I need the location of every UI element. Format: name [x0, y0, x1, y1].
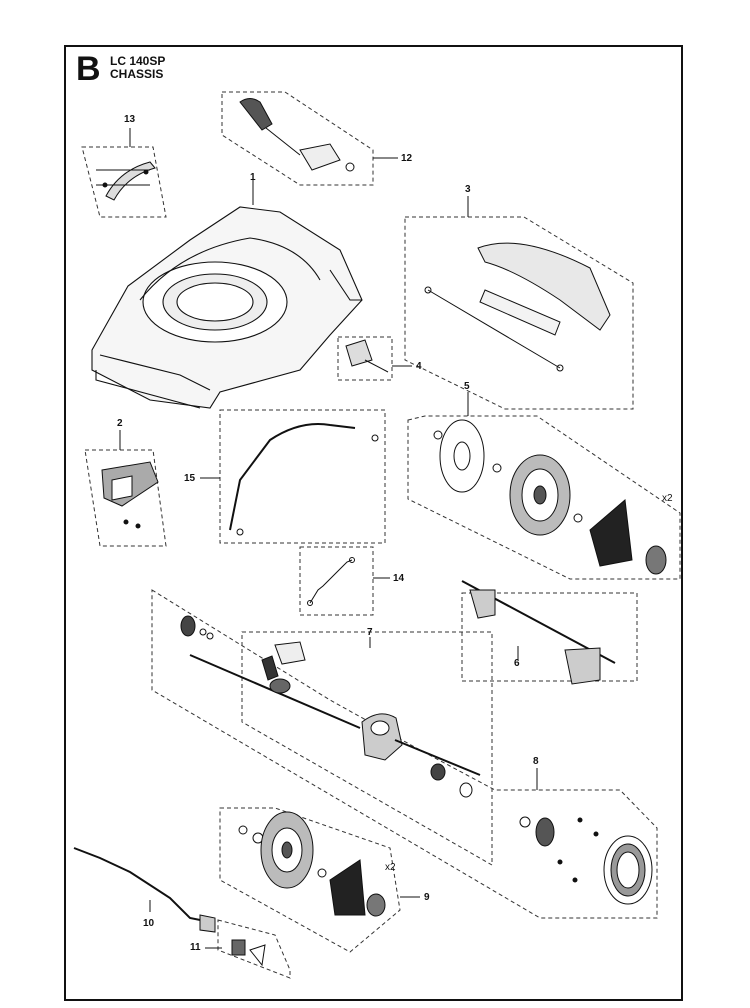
- front-wheel-drawing: [433, 419, 667, 575]
- group-box-2: [84, 449, 167, 547]
- group-box-9: [219, 807, 401, 953]
- diagram-frame: [64, 45, 683, 1001]
- section-letter: B: [76, 50, 101, 88]
- front-axle-drawing: [461, 580, 616, 685]
- model-name: LC 140SP: [110, 54, 166, 68]
- group-box-8-outer: [151, 589, 658, 919]
- callout-2: 2: [117, 418, 123, 429]
- group-box-15: [219, 409, 386, 544]
- callout-14: 14: [393, 573, 405, 584]
- deck-chassis-drawing: [91, 206, 363, 409]
- rear-flap-drawing: [424, 242, 611, 372]
- bracket-drawing: [345, 339, 389, 373]
- callout-9: 9: [424, 892, 430, 903]
- group-box-11: [217, 919, 291, 979]
- quantity-rear-wheel: x2: [385, 862, 396, 873]
- group-box-5: [407, 415, 681, 580]
- quantity-front-wheel: x2: [662, 493, 673, 504]
- page-title: LC 140SP CHASSIS: [110, 55, 165, 81]
- callout-3: 3: [465, 184, 471, 195]
- callout-11: 11: [190, 942, 201, 953]
- axle-bracket-drawing: [231, 939, 266, 967]
- callout-4: 4: [416, 361, 422, 372]
- group-box-7: [241, 631, 493, 866]
- gearbox-drawing: [180, 615, 481, 798]
- callout-10: 10: [143, 918, 155, 929]
- rear-axle-drawing: [73, 847, 216, 933]
- cover-drawing: [101, 461, 159, 529]
- rear-wheel-drawing: [238, 811, 386, 917]
- rear-wheel-gear-drawing: [519, 816, 653, 905]
- callout-12: 12: [401, 153, 413, 164]
- height-adjuster-drawing: [96, 161, 156, 201]
- assembly-name: CHASSIS: [110, 67, 164, 81]
- group-box-4: [337, 336, 393, 381]
- callout-15: 15: [184, 473, 196, 484]
- callout-13: 13: [124, 114, 136, 125]
- group-box-6: [461, 592, 638, 682]
- callout-7: 7: [367, 627, 373, 638]
- group-box-13: [81, 146, 167, 218]
- callout-6: 6: [514, 658, 520, 669]
- group-box-14: [299, 546, 374, 616]
- callout-5: 5: [464, 381, 470, 392]
- group-box-12: [221, 91, 374, 186]
- handle-drawing: [229, 423, 379, 536]
- callout-8: 8: [533, 756, 539, 767]
- spring-drawing: [307, 557, 355, 606]
- group-box-3: [404, 216, 634, 410]
- callout-1: 1: [250, 172, 256, 183]
- height-lever-drawing: [239, 98, 355, 172]
